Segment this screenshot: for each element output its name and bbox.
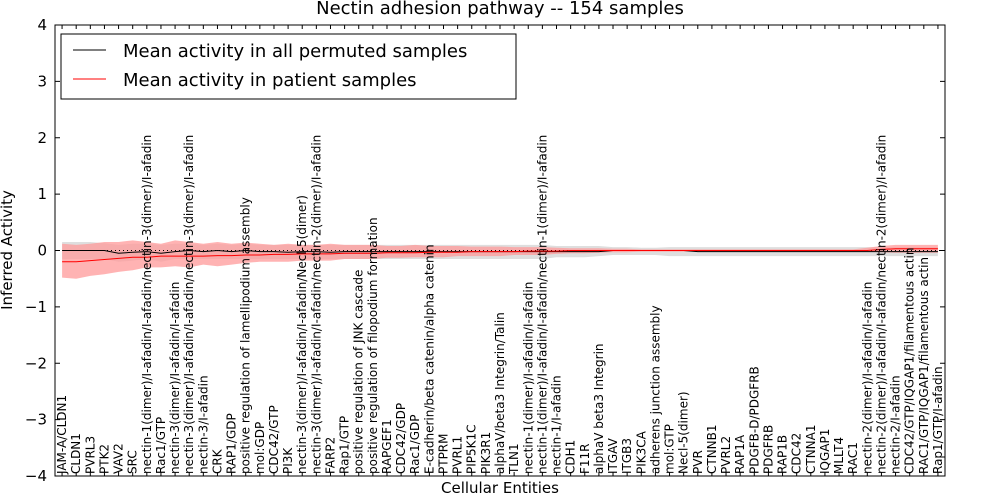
y-tick-label: −3 bbox=[25, 411, 47, 429]
entity-label: IQGAP1 bbox=[818, 429, 832, 474]
y-axis: −4 −3 −2 −1 0 1 2 3 4 bbox=[25, 16, 945, 485]
entity-label: CTNNB1 bbox=[705, 424, 719, 474]
entity-label: PTPRM bbox=[437, 434, 451, 475]
entity-label: alphaV beta3 Integrin bbox=[592, 343, 606, 474]
entity-label: CDC42 bbox=[790, 433, 804, 474]
entity-label: CDC42/GTP/IQGAP1/filamentous actin bbox=[903, 248, 917, 474]
y-tick-label: 3 bbox=[37, 72, 47, 90]
entity-label: CDH1 bbox=[564, 440, 578, 474]
entity-label: Necl-5(dimer) bbox=[677, 391, 691, 474]
entity-label: PDGFB-D/PDGFRB bbox=[747, 366, 761, 474]
legend-label-patient: Mean activity in patient samples bbox=[123, 70, 417, 91]
entity-label: ITGB3 bbox=[620, 438, 634, 474]
y-tick-label: −1 bbox=[25, 298, 47, 316]
entity-label: ITGAV bbox=[606, 437, 620, 474]
entity-label: RAC1/GTP/IQGAP1/filamentous actin bbox=[917, 257, 931, 474]
entity-label: positive regulation of filopodium format… bbox=[366, 217, 380, 474]
entity-label: nectin-3(dimer)/I-afadin/I-afadin/nectin… bbox=[309, 135, 323, 474]
plot-area bbox=[55, 240, 945, 279]
entity-label: nectin-2(dimer)/I-afadin/I-afadin bbox=[860, 282, 874, 474]
entity-label: PI3K bbox=[281, 447, 295, 474]
chart-title: Nectin adhesion pathway -- 154 samples bbox=[316, 0, 684, 19]
y-tick-label: 2 bbox=[37, 129, 47, 147]
entity-label: PVRL2 bbox=[719, 436, 733, 474]
entity-label: CRK bbox=[211, 448, 225, 474]
entity-label: adherens junction assembly bbox=[648, 305, 662, 474]
entity-label: F11R bbox=[578, 443, 592, 474]
entity-label: Rap1/GTP/I-afadin bbox=[931, 366, 945, 474]
entity-label: RAP1B bbox=[776, 435, 790, 474]
entity-label: JAM-A/CLDN1 bbox=[55, 395, 69, 475]
entity-label: PIK3R1 bbox=[479, 432, 493, 474]
y-axis-title: Inferred Activity bbox=[0, 190, 16, 310]
entity-label: nectin-1(dimer)/I-afadin/I-afadin/nectin… bbox=[535, 135, 549, 474]
entity-label: Rac1/GDP bbox=[408, 415, 422, 474]
entity-label: positive regulation of lamellipodium ass… bbox=[239, 197, 253, 474]
entity-label: nectin-3/I-afadin bbox=[196, 375, 210, 474]
entity-label: TLN1 bbox=[507, 443, 521, 475]
entity-label: nectin-3(dimer)/I-afadin/I-afadin bbox=[168, 282, 182, 474]
entity-label: PTK2 bbox=[97, 444, 111, 474]
entity-label: Rac1/GTP bbox=[154, 417, 168, 474]
legend-box bbox=[60, 33, 517, 100]
entity-label: VAV2 bbox=[112, 443, 126, 474]
entity-label: CDC42/GDP bbox=[394, 403, 408, 474]
entity-label: PVR bbox=[691, 450, 705, 474]
entity-label: nectin-1(dimer)/I-afadin/I-afadin/nectin… bbox=[140, 135, 154, 474]
entity-label: PDGFRB bbox=[761, 425, 775, 474]
legend: Mean activity in all permuted samples Me… bbox=[60, 33, 517, 100]
entity-label: SRC bbox=[126, 450, 140, 474]
y-tick-label: −2 bbox=[25, 354, 47, 372]
entity-label: nectin-1/I-afadin bbox=[550, 375, 564, 474]
entity-label: PIP5K1C bbox=[465, 424, 479, 474]
entity-label: CLDN1 bbox=[69, 433, 83, 474]
entity-label: nectin-1(dimer)/I-afadin/I-afadin bbox=[521, 282, 535, 474]
entity-label: RAPGEF1 bbox=[380, 419, 394, 474]
entity-label: positive regulation of JNK cascade bbox=[352, 270, 366, 474]
entity-label: nectin-3(dimer)/I-afadin/I-afadin/Necl-5… bbox=[295, 195, 309, 474]
entity-label: nectin-3(dimer)/I-afadin/I-afadin/nectin… bbox=[182, 135, 196, 474]
y-tick-label: 1 bbox=[37, 185, 47, 203]
entity-label: alphaV/beta3 Integrin/Talin bbox=[493, 312, 507, 474]
entity-label: MLLT4 bbox=[832, 437, 846, 474]
y-tick-label: 0 bbox=[37, 242, 47, 260]
entity-label: E-cadherin/beta catenin/alpha catenin bbox=[422, 244, 436, 474]
entity-label: nectin-2(dimer)/I-afadin/I-afadin/nectin… bbox=[874, 135, 888, 474]
entity-label: RAP1/GDP bbox=[225, 413, 239, 474]
line-patient bbox=[62, 248, 938, 263]
entity-label: PIK3CA bbox=[634, 430, 648, 474]
legend-label-permuted: Mean activity in all permuted samples bbox=[123, 41, 467, 62]
entity-label: mol:GDP bbox=[253, 422, 267, 474]
y-tick-label: −4 bbox=[25, 467, 47, 485]
band-patient bbox=[62, 240, 938, 279]
entity-label: PVRL3 bbox=[83, 436, 97, 474]
entity-label: FARP2 bbox=[324, 437, 338, 474]
x-axis-title: Cellular Entities bbox=[441, 479, 559, 497]
y-tick-label: 4 bbox=[37, 16, 47, 34]
entity-label: nectin-2/I-afadin bbox=[889, 375, 903, 474]
entity-label: PVRL1 bbox=[451, 436, 465, 474]
entity-label: Rap1/GTP bbox=[338, 416, 352, 474]
entity-label: CDC42/GTP bbox=[267, 405, 281, 474]
entity-label: CTNNA1 bbox=[804, 424, 818, 474]
entity-label: RAP1A bbox=[733, 434, 747, 474]
entity-label: mol:GTP bbox=[663, 424, 677, 474]
entity-label: RAC1 bbox=[846, 442, 860, 474]
